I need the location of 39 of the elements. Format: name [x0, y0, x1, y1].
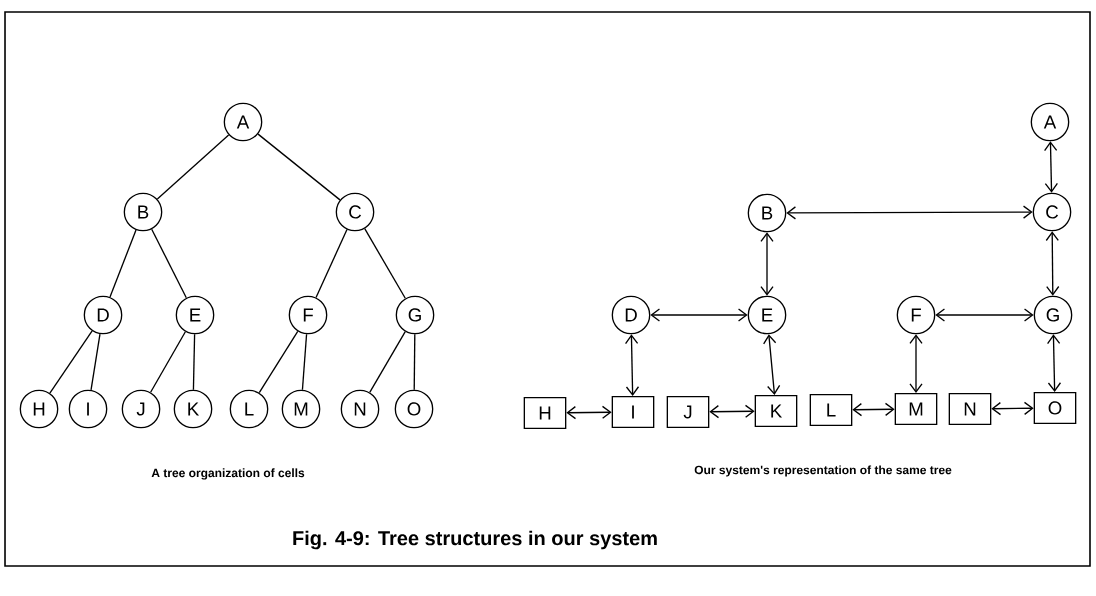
figure-caption: Fig. 4-9: Tree structures in our system: [293, 530, 657, 550]
cell-box: H: [523, 397, 567, 429]
tree-branch-line: [192, 333, 196, 391]
arrow: [991, 401, 1034, 416]
arrow: [909, 334, 923, 393]
arrow: [650, 308, 748, 322]
arrow: [566, 405, 612, 420]
tree-branch-line: [257, 133, 341, 201]
cell-box: I: [611, 396, 655, 428]
cell-box: L: [809, 394, 853, 426]
figure-subcaption: A tree organization of cells: [151, 468, 305, 480]
arrow: [1043, 141, 1059, 193]
tree-branch-line: [109, 229, 137, 298]
tree-branch-line: [258, 330, 299, 394]
tree-branch-line: [364, 228, 406, 299]
arrow: [763, 334, 781, 395]
cell-box: O: [1033, 392, 1077, 424]
tree-branch-line: [413, 333, 416, 391]
tree-branch-line: [156, 134, 230, 200]
arrow: [1045, 231, 1060, 296]
arrow: [624, 334, 640, 396]
arrow: [709, 404, 755, 419]
tree-branch-line: [301, 333, 308, 391]
tree-branch-line: [315, 228, 348, 299]
tree-branch-line: [369, 331, 406, 393]
cell-box: K: [754, 395, 798, 427]
tree-branch-line: [149, 331, 187, 393]
cell-box: J: [666, 396, 710, 428]
tree-branch-line: [49, 330, 93, 394]
arrow: [786, 205, 1033, 220]
arrow: [1046, 334, 1062, 392]
tree-branch-line: [151, 228, 187, 299]
cell-box: M: [894, 393, 938, 425]
figure-subcaption: Our system's representation of the same tree: [694, 465, 952, 477]
arrow: [852, 402, 895, 417]
arrow: [760, 232, 774, 296]
arrow: [935, 308, 1034, 322]
tree-branch-line: [90, 333, 101, 391]
cell-box: N: [948, 393, 992, 425]
